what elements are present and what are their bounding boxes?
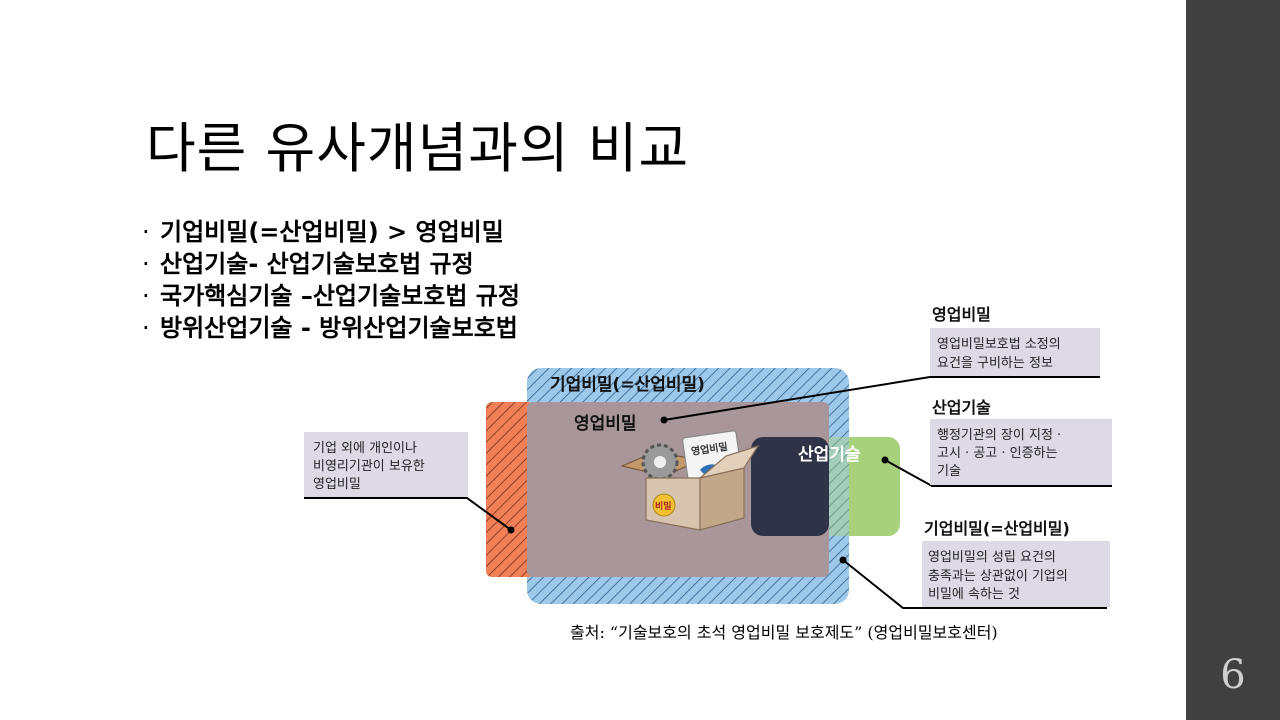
- leader-line-corporate-secret: [842, 559, 1107, 609]
- bullet-marker: ·: [142, 282, 150, 310]
- callout-line: 기술: [937, 464, 961, 479]
- bullet-item: · 산업기술- 산업기술보호법 규정: [142, 248, 520, 280]
- bullet-text: 국가핵심기술 –산업기술보호법 규정: [160, 282, 520, 310]
- leader-dot-individual: [507, 526, 515, 534]
- leader-line-trade-secret: [663, 376, 931, 421]
- callout-box-corporate-secret: [922, 541, 1110, 607]
- callout-line: 비영리기관이 보유한: [313, 459, 425, 474]
- callout-line: 요건을 구비하는 정보: [937, 356, 1053, 371]
- leader-dot-trade-secret: [660, 416, 668, 424]
- callout-line: 영업비밀보호법 소정의: [937, 337, 1061, 352]
- leader-dot-industrial-tech: [881, 456, 889, 464]
- bullet-marker: ·: [142, 250, 150, 278]
- page-number: 6: [1220, 652, 1246, 698]
- bullet-marker: ·: [142, 314, 150, 342]
- bullet-text: 산업기술- 산업기술보호법 규정: [160, 250, 474, 278]
- callout-box-trade-secret: [930, 328, 1100, 376]
- callout-line: 기업 외에 개인이나: [313, 441, 417, 456]
- document-box-illustration: 영업비밀 비밀: [620, 430, 760, 531]
- source-citation: 출처: “기술보호의 초석 영업비밀 보호제도” (영업비밀보호센터): [570, 623, 998, 642]
- slide-sidebar: [1186, 0, 1280, 720]
- trade-secret-label: 영업비밀: [574, 413, 637, 434]
- industrial-tech-overlap: [829, 437, 849, 536]
- callout-box-individual: [304, 432, 468, 497]
- bullet-item: · 방위산업기술 - 방위산업기술보호법: [142, 312, 520, 344]
- bullet-item: · 기업비밀(=산업비밀) > 영업비밀: [142, 216, 520, 248]
- callout-box-industrial-tech: [930, 419, 1112, 485]
- callout-heading-corporate-secret: 기업비밀(=산업비밀): [924, 519, 1070, 538]
- industrial-tech-region: [751, 437, 829, 536]
- callout-heading-industrial-tech: 산업기술: [932, 398, 991, 417]
- callout-line: 비밀에 속하는 것: [928, 587, 1020, 602]
- industrial-tech-label: 산업기술: [798, 445, 861, 465]
- leader-dot-corporate-secret: [839, 556, 847, 564]
- secret-comparison-diagram: 기업비밀(=산업비밀) 영업비밀 산업기술 영업비밀 비밀 영업비밀 영업비밀보…: [304, 305, 1112, 609]
- individual-secret-region: [486, 402, 534, 577]
- bullet-list: · 기업비밀(=산업비밀) > 영업비밀 · 산업기술- 산업기술보호법 규정 · 국…: [142, 216, 520, 344]
- slide-title: 다른 유사개념과의 비교: [146, 117, 690, 180]
- bullet-item: · 국가핵심기술 –산업기술보호법 규정: [142, 280, 520, 312]
- callout-heading-trade-secret: 영업비밀: [932, 305, 991, 324]
- callout-line: 행정기관의 장이 지정 ·: [937, 427, 1061, 443]
- leader-line-individual: [304, 497, 512, 531]
- callout-line: 영업비밀의 성립 요건의: [928, 550, 1056, 565]
- callout-line: 영업비밀: [313, 477, 361, 492]
- box-tag-2: 비밀: [655, 500, 672, 512]
- bullet-marker: ·: [142, 218, 150, 246]
- bullet-text: 방위산업기술 - 방위산업기술보호법: [160, 314, 518, 342]
- corporate-secret-label: 기업비밀(=산업비밀): [550, 374, 705, 395]
- callout-line: 고시 · 공고 · 인증하는: [937, 446, 1058, 461]
- callout-line: 충족과는 상관없이 기업의: [928, 569, 1068, 584]
- bullet-text: 기업비밀(=산업비밀) > 영업비밀: [160, 218, 504, 246]
- leader-line-industrial-tech: [884, 459, 1112, 487]
